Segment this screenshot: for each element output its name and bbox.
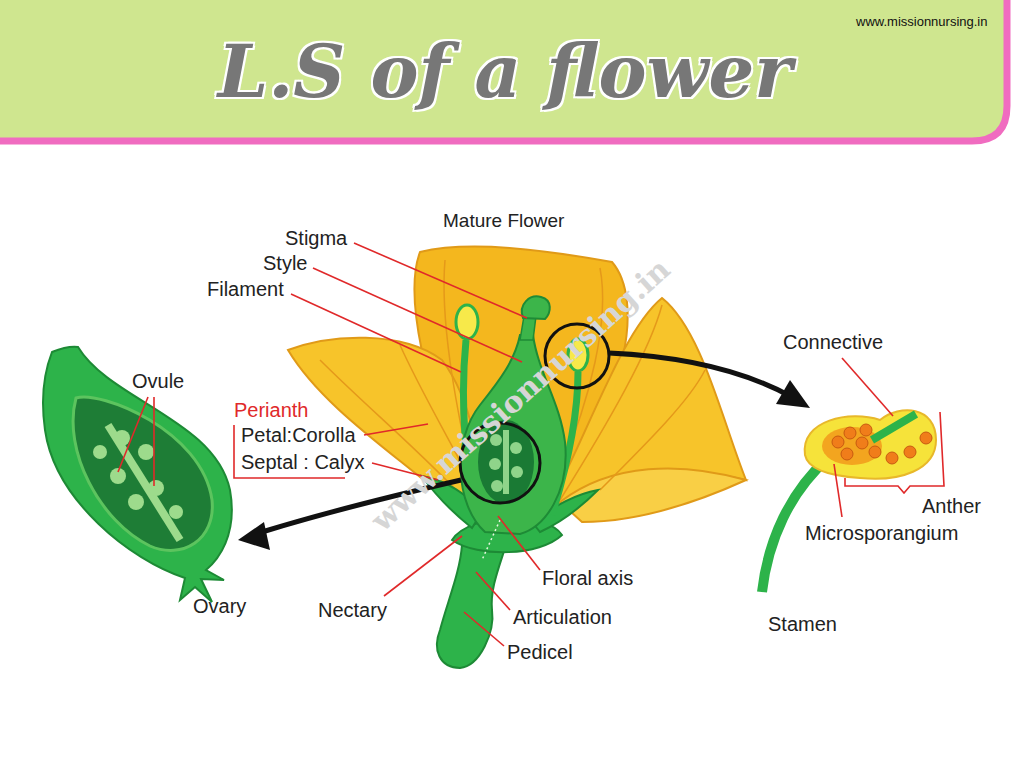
leader-lines <box>118 243 944 646</box>
placenta <box>108 425 180 540</box>
ovule <box>169 505 183 519</box>
leader-line <box>842 358 893 416</box>
pollen-grain <box>841 448 853 460</box>
leader-line <box>498 516 540 570</box>
ovule <box>93 445 107 459</box>
zoom-arrow <box>609 353 790 396</box>
pollen-grain <box>869 446 881 458</box>
pollen <box>832 424 932 464</box>
leader-line <box>384 536 462 596</box>
ovary-enlarged <box>43 347 232 602</box>
leader-line <box>476 572 510 610</box>
leader-line <box>464 612 504 646</box>
leader-line <box>354 243 527 318</box>
part-label: Stamen <box>768 612 837 636</box>
ovule <box>128 494 144 510</box>
part-label: Ovary <box>193 594 246 618</box>
ovule <box>114 430 130 446</box>
leader-line <box>291 294 461 372</box>
part-label: Floral axis <box>542 566 633 590</box>
ovule <box>511 466 523 478</box>
ovule <box>138 444 154 460</box>
leader-line <box>118 397 148 472</box>
floral-axis-line <box>482 520 500 560</box>
leader-line <box>153 397 155 486</box>
part-label: Petal:Corolla <box>241 423 356 447</box>
pollen-grain <box>856 437 868 449</box>
microsporangium-cavity <box>822 427 882 465</box>
ovules <box>93 425 183 540</box>
leader-line <box>364 424 428 435</box>
part-label: Articulation <box>513 605 612 629</box>
part-label: Pedicel <box>507 640 573 664</box>
anther-enlarged <box>805 410 936 478</box>
ovule <box>491 480 503 492</box>
connective-tissue <box>872 414 916 440</box>
ovule <box>148 480 164 496</box>
part-label: Nectary <box>318 598 387 622</box>
part-label: Style <box>263 251 307 275</box>
pollen-grain <box>860 424 872 436</box>
pollen-grain <box>886 452 898 464</box>
pollen-grain <box>844 427 856 439</box>
arrowhead <box>238 522 270 550</box>
part-label: Ovule <box>132 369 184 393</box>
style <box>520 316 536 340</box>
part-label: Microsporangium <box>805 521 958 545</box>
stigma <box>522 296 550 319</box>
title-banner <box>0 0 1007 141</box>
pollen-grain <box>920 432 932 444</box>
arrowhead <box>776 380 810 408</box>
website-url: www.missionnursing.in <box>856 14 988 30</box>
part-label: Stigma <box>285 226 347 250</box>
part-label: Anther <box>922 494 981 518</box>
leader-line <box>834 464 842 517</box>
banner-border <box>0 0 1007 141</box>
pollen-grain <box>832 436 844 448</box>
part-label: Connective <box>783 330 883 354</box>
leader-line <box>313 268 522 362</box>
anther-bracket <box>845 412 944 493</box>
ovule <box>510 442 522 454</box>
pedicel <box>437 545 506 668</box>
ovary-cavity <box>73 397 212 550</box>
watermark: www.missionnursing.in <box>363 251 676 538</box>
placenta <box>503 430 509 494</box>
part-label: Septal : Calyx <box>241 450 364 474</box>
petal-vein <box>600 370 705 490</box>
group-label: Perianth <box>234 398 309 422</box>
pollen-grain <box>904 446 916 458</box>
figure-label: Mature Flower <box>443 210 564 233</box>
part-label: Filament <box>207 277 284 301</box>
ovule <box>489 458 501 470</box>
diagram-title: L.S of a flower <box>218 36 793 108</box>
